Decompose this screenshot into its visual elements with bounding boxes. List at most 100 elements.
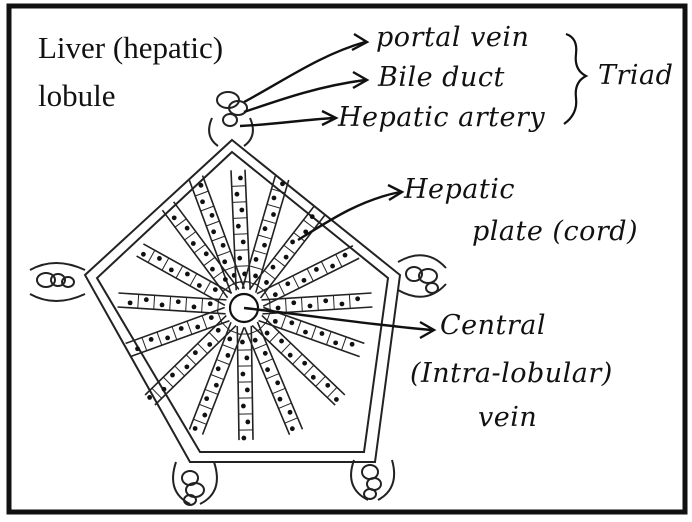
cell-boundary <box>194 244 205 252</box>
cell-boundary <box>281 315 286 328</box>
hepatocyte-nucleus <box>262 243 267 248</box>
hepatocyte-nucleus <box>191 241 196 246</box>
hepatocyte-nucleus <box>310 214 315 219</box>
hepatic-cord <box>126 308 230 357</box>
cell-boundary <box>175 219 186 227</box>
hepatocyte-nucleus <box>253 274 258 279</box>
cell-boundary <box>201 206 214 211</box>
triad-brace <box>564 34 586 124</box>
hepatocyte-nucleus <box>237 256 242 261</box>
cell-boundary <box>272 388 285 393</box>
label-central-3: vein <box>478 404 537 431</box>
cell-boundary <box>260 359 273 364</box>
title-line-2: lobule <box>38 80 116 111</box>
cell-boundary <box>254 250 267 254</box>
hepatocyte-nucleus <box>209 315 214 320</box>
hepatocyte-nucleus <box>227 337 232 342</box>
hepatocyte-nucleus <box>179 326 184 331</box>
cell-boundary <box>154 295 155 309</box>
hepatocyte-nucleus <box>204 396 209 401</box>
hepatocyte-nucleus <box>172 215 177 220</box>
hepatocyte-nucleus <box>265 331 270 336</box>
hepatocyte-nucleus <box>216 366 221 371</box>
hepatocyte-nucleus <box>222 259 227 264</box>
cell-boundary <box>222 345 235 350</box>
hepatocyte-nucleus <box>278 397 283 402</box>
hepatocyte-nucleus <box>290 240 295 245</box>
hepatocyte-nucleus <box>210 267 215 272</box>
hepatocyte-nucleus <box>244 356 249 361</box>
arrow-central-vein <box>244 308 432 330</box>
hepatocyte-nucleus <box>289 320 294 325</box>
hepatocyte-nucleus <box>200 199 205 204</box>
hepatocyte-nucleus <box>323 298 328 303</box>
hepatocyte-nucleus <box>263 226 268 231</box>
hepatocyte-nucleus <box>147 395 152 400</box>
hepatocyte-nucleus <box>302 278 307 283</box>
hepatocyte-nucleus <box>184 364 189 369</box>
label-central-2: (Intra-lobular) <box>410 360 613 387</box>
cell-boundary <box>293 354 303 364</box>
hepatocyte-nucleus <box>308 304 313 309</box>
hepatocyte-nucleus <box>197 283 202 288</box>
cell-boundary <box>285 418 298 423</box>
hepatocyte-nucleus <box>226 353 231 358</box>
cell-boundary <box>176 266 183 278</box>
hepatocyte-nucleus <box>263 351 268 356</box>
cell-boundary <box>213 270 224 278</box>
hepatocyte-nucleus <box>311 375 316 380</box>
cell-boundary <box>148 250 155 262</box>
hepatocyte-nucleus <box>273 292 278 297</box>
hepatic-cord <box>137 244 232 305</box>
hepatocyte-nucleus <box>279 339 284 344</box>
cell-boundary <box>264 271 275 280</box>
hepatocyte-nucleus <box>169 267 174 272</box>
cell-boundary <box>267 204 280 208</box>
cell-boundary <box>301 297 302 311</box>
hepatocyte-nucleus <box>241 372 246 377</box>
arrow-hepatic-artery <box>240 118 334 126</box>
cell-boundary <box>263 220 276 224</box>
hepatocyte-nucleus <box>207 342 212 347</box>
hepatocyte-nucleus <box>213 287 218 292</box>
hepatocyte-nucleus <box>236 224 241 229</box>
cell-boundary <box>185 232 196 240</box>
cell-boundary <box>311 326 316 339</box>
cell-boundary <box>326 332 331 345</box>
cell-boundary <box>321 261 327 274</box>
cell-boundary <box>142 338 147 351</box>
cell-boundary <box>217 360 230 365</box>
cell-boundary <box>186 297 187 311</box>
hepatic-cord <box>262 293 373 314</box>
cell-boundary <box>212 236 225 241</box>
hepatocyte-nucleus <box>239 208 244 213</box>
hepatocyte-nucleus <box>141 252 146 257</box>
cell-boundary <box>206 221 219 226</box>
hepatocyte-nucleus <box>240 340 245 345</box>
hepatocyte-nucleus <box>320 331 325 336</box>
cell-boundary <box>274 258 285 267</box>
hepatocyte-nucleus <box>144 297 149 302</box>
cell-boundary <box>172 327 177 340</box>
cell-boundary <box>285 298 286 312</box>
cell-boundary <box>217 251 230 256</box>
cell-boundary <box>190 274 197 286</box>
cell-boundary <box>327 387 337 397</box>
cell-boundary <box>186 355 196 365</box>
cell-boundary <box>235 266 249 267</box>
hepatocyte-nucleus <box>288 410 293 415</box>
hepatocyte-nucleus <box>291 300 296 305</box>
label-triad: Triad <box>598 62 673 89</box>
hepatocyte-nucleus <box>211 229 216 234</box>
hepatocyte-nucleus <box>160 302 165 307</box>
cell-boundary <box>234 234 248 235</box>
hepatocyte-nucleus <box>235 192 240 197</box>
hepatocyte-nucleus <box>284 255 289 260</box>
hepatocyte-nucleus <box>221 243 226 248</box>
hepatocyte-nucleus <box>265 367 270 372</box>
hepatocyte-nucleus <box>303 330 308 335</box>
cell-boundary <box>304 365 314 375</box>
hepatocyte-nucleus <box>170 373 175 378</box>
cell-boundary <box>303 220 314 229</box>
hepatocyte-nucleus <box>128 300 133 305</box>
